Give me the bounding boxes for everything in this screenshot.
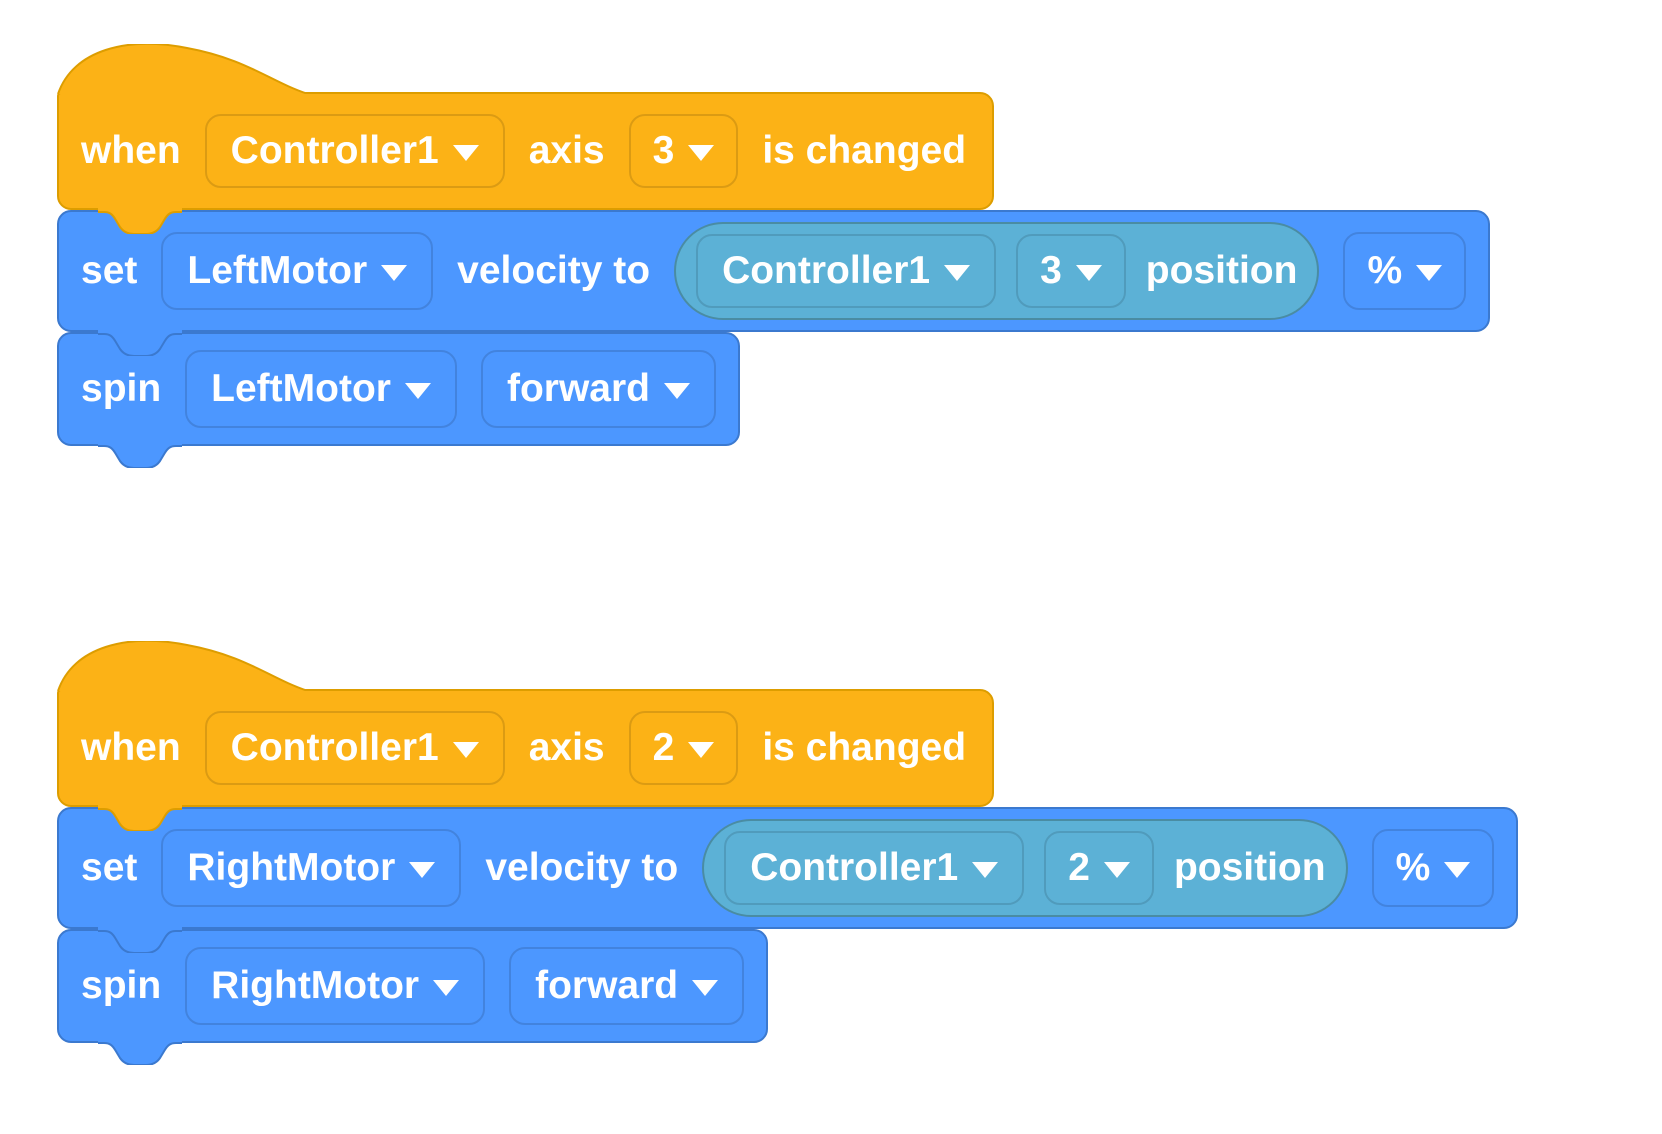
axis-label: axis	[528, 726, 605, 769]
chevron-down-icon	[688, 742, 715, 758]
position-label: position	[1173, 846, 1326, 889]
spin-motor-block[interactable]: spin LeftMotor forward	[57, 332, 740, 446]
direction-dropdown[interactable]: forward	[480, 350, 716, 428]
motor-dropdown-value: RightMotor	[187, 846, 396, 889]
when-controller-axis-changed-block[interactable]: when Controller1 axis 3 is changed	[57, 92, 995, 210]
hat-dome	[57, 641, 309, 691]
notch-tab	[98, 805, 182, 831]
chevron-down-icon	[692, 980, 719, 996]
velocity-to-label: velocity to	[485, 846, 679, 889]
chevron-down-icon	[452, 742, 479, 758]
unit-dropdown[interactable]: %	[1343, 232, 1467, 310]
set-label: set	[81, 846, 138, 889]
chevron-down-icon	[663, 383, 690, 399]
is-changed-label: is changed	[762, 726, 967, 769]
controller-dropdown-value: Controller1	[750, 846, 959, 889]
controller-dropdown[interactable]: Controller1	[204, 114, 505, 188]
motor-dropdown-value: LeftMotor	[187, 249, 368, 292]
axis-label: axis	[528, 129, 605, 172]
unit-dropdown-value: %	[1395, 846, 1431, 889]
direction-dropdown-value: forward	[535, 964, 679, 1007]
motor-dropdown-value: RightMotor	[211, 964, 420, 1007]
axis-dropdown-value: 3	[652, 129, 675, 172]
chevron-down-icon	[381, 265, 408, 281]
chevron-down-icon	[1444, 862, 1471, 878]
set-label: set	[81, 249, 138, 292]
unit-dropdown-value: %	[1367, 249, 1403, 292]
spin-label: spin	[81, 367, 162, 410]
controller-dropdown-value: Controller1	[230, 129, 439, 172]
notch-tab	[98, 442, 182, 468]
unit-dropdown[interactable]: %	[1371, 829, 1495, 907]
velocity-to-label: velocity to	[457, 249, 651, 292]
controller-dropdown-value: Controller1	[230, 726, 439, 769]
chevron-down-icon	[1075, 265, 1102, 281]
chevron-down-icon	[972, 862, 999, 878]
chevron-down-icon	[452, 145, 479, 161]
axis-dropdown[interactable]: 2	[1044, 831, 1154, 905]
notch-tab	[98, 330, 182, 356]
chevron-down-icon	[1103, 862, 1130, 878]
chevron-down-icon	[944, 265, 971, 281]
direction-dropdown-value: forward	[506, 367, 650, 410]
controller-dropdown[interactable]: Controller1	[696, 234, 997, 308]
controller-axis-position-reporter[interactable]: Controller1 3 position	[674, 222, 1320, 320]
controller-dropdown[interactable]: Controller1	[204, 711, 505, 785]
set-motor-velocity-block[interactable]: set RightMotor velocity to Controller1 2…	[57, 807, 1519, 929]
chevron-down-icon	[409, 862, 436, 878]
hat-dome	[57, 44, 309, 94]
direction-dropdown[interactable]: forward	[509, 947, 745, 1025]
when-label: when	[81, 129, 181, 172]
axis-dropdown[interactable]: 2	[628, 711, 739, 785]
when-controller-axis-changed-block[interactable]: when Controller1 axis 2 is changed	[57, 689, 995, 807]
spin-label: spin	[81, 964, 162, 1007]
axis-dropdown[interactable]: 3	[1016, 234, 1126, 308]
axis-dropdown-value: 3	[1040, 249, 1062, 292]
chevron-down-icon	[433, 980, 460, 996]
motor-dropdown-value: LeftMotor	[211, 367, 391, 410]
axis-dropdown-value: 2	[652, 726, 675, 769]
notch-tab	[98, 1039, 182, 1065]
when-label: when	[81, 726, 181, 769]
controller-dropdown-value: Controller1	[722, 249, 931, 292]
notch-tab	[98, 208, 182, 234]
motor-dropdown[interactable]: RightMotor	[185, 947, 486, 1025]
position-label: position	[1145, 249, 1298, 292]
spin-motor-block[interactable]: spin RightMotor forward	[57, 929, 769, 1043]
axis-dropdown[interactable]: 3	[628, 114, 739, 188]
axis-dropdown-value: 2	[1068, 846, 1090, 889]
chevron-down-icon	[404, 383, 431, 399]
notch-tab	[98, 927, 182, 953]
controller-axis-position-reporter[interactable]: Controller1 2 position	[702, 819, 1348, 917]
chevron-down-icon	[688, 145, 715, 161]
set-motor-velocity-block[interactable]: set LeftMotor velocity to Controller1 3 …	[57, 210, 1491, 332]
motor-dropdown[interactable]: RightMotor	[161, 829, 462, 907]
controller-dropdown[interactable]: Controller1	[724, 831, 1025, 905]
motor-dropdown[interactable]: LeftMotor	[185, 350, 457, 428]
chevron-down-icon	[1416, 265, 1443, 281]
is-changed-label: is changed	[762, 129, 967, 172]
motor-dropdown[interactable]: LeftMotor	[161, 232, 434, 310]
